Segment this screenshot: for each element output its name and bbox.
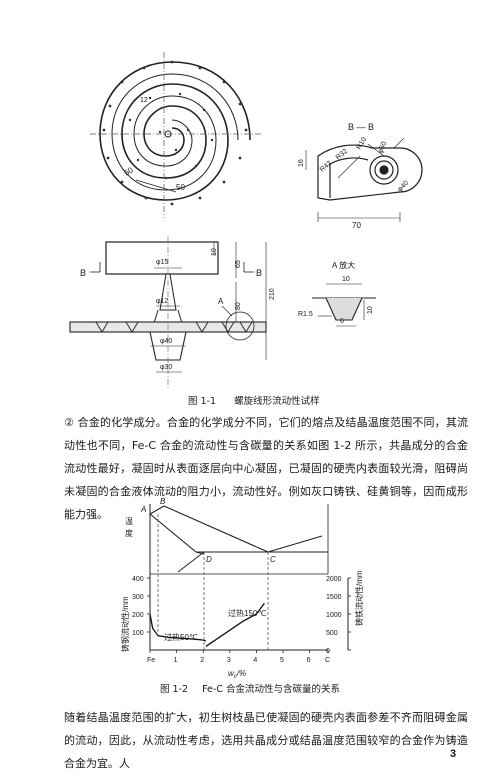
label-b-left: B <box>80 268 86 278</box>
spiral-dim-b: 50 <box>176 183 185 192</box>
point-a: A <box>140 505 146 514</box>
section-bb <box>305 137 423 222</box>
dim-70: 70 <box>352 221 361 230</box>
spiral-drawing <box>99 61 251 201</box>
right-axis-ticks: 0 500 1000 1500 2000 <box>326 576 351 655</box>
spiral-dim-a: 50 <box>123 165 136 178</box>
left-axis-ticks: 100 200 300 400 <box>132 576 150 637</box>
right-axis-label: 铸铁流动性/mm <box>354 570 364 626</box>
dim-210: 210 <box>269 288 276 300</box>
a-dim-10b: 10 <box>367 306 374 314</box>
right-tick-label: 1500 <box>326 594 342 601</box>
left-tick-label: 100 <box>132 630 144 637</box>
superheat-50-label: 过热50℃ <box>164 632 198 642</box>
x-tick-label: Fe <box>147 657 155 664</box>
label-b-right: B <box>256 268 262 278</box>
dim-phi40-base: φ40 <box>160 338 172 345</box>
figure-1-2: 温 度 A B D C Fe 1 2 3 4 5 6 C 100 200 300 400 0 500 1… <box>120 497 364 680</box>
label-a: A <box>218 297 224 306</box>
a-detail <box>312 283 376 327</box>
dim-phi15: φ15 <box>156 259 168 266</box>
spiral-dots <box>102 60 248 206</box>
spiral-dim-c: 12 <box>140 97 148 104</box>
x-tick-label: 1 <box>174 657 178 664</box>
right-tick-label: 500 <box>326 630 338 637</box>
a-detail-title: A 放大 <box>332 260 355 270</box>
x-tick-label: 5 <box>280 657 284 664</box>
dim-phi30: φ30 <box>160 364 172 371</box>
right-tick-label: 1000 <box>326 612 342 619</box>
figure-1-2-caption: 图 1-2 Fe-C 合金流动性与含碳量的关系 <box>160 684 340 696</box>
a-dim-6: 6 <box>340 318 344 325</box>
point-c: C <box>270 555 276 564</box>
x-tick-label: 2 <box>200 657 204 664</box>
section-bb-title: B — B <box>348 122 374 132</box>
elevation-view <box>69 236 267 388</box>
dim-16: 16 <box>298 159 305 167</box>
label-temperature-2: 度 <box>125 528 133 538</box>
figure-1-1: 50 50 12 B — B 16 R42 R32 R10 φ50 φ40 70 <box>69 52 423 388</box>
x-tick-label: C <box>325 657 330 664</box>
dim-65: 65 <box>235 260 242 268</box>
dim-10: 10 <box>211 248 218 256</box>
figure-1-1-number: 图 1-1 <box>188 396 217 407</box>
right-tick-label: 2000 <box>326 576 342 583</box>
paragraph-1: ② 合金的化学成分。合金的化学成分不同，它们的熔点及结晶温度范围不同，其流动性也… <box>64 416 468 521</box>
dim-80: 80 <box>235 302 242 310</box>
phase-diagram <box>149 504 329 650</box>
a-dim-r15: R1.5 <box>298 311 313 318</box>
x-tick-label: 3 <box>227 657 231 664</box>
right-tick-label: 0 <box>326 648 330 655</box>
x-axis-ticks: Fe 1 2 3 4 5 6 C <box>147 650 330 664</box>
figure-1-2-number: 图 1-2 <box>160 684 189 695</box>
left-tick-label: 200 <box>132 612 144 619</box>
point-b: B <box>160 497 166 506</box>
label-temperature: 温 <box>125 517 133 526</box>
left-axis-label: 铸钢流动性/mm <box>120 596 130 652</box>
figure-1-2-title: Fe-C 合金流动性与含碳量的关系 <box>202 684 340 695</box>
figure-1-1-caption: 图 1-1 螺旋线形流动性试样 <box>188 396 320 408</box>
x-tick-label: 6 <box>307 657 311 664</box>
left-tick-label: 400 <box>132 576 144 583</box>
figure-1-1-title: 螺旋线形流动性试样 <box>234 396 320 407</box>
superheat-150-label: 过热150℃ <box>228 608 266 618</box>
chart-series <box>149 602 265 647</box>
point-d: D <box>206 555 212 564</box>
dim-phi12: φ12 <box>156 298 168 305</box>
x-tick-label: 4 <box>253 657 257 664</box>
left-tick-label: 300 <box>132 594 144 601</box>
series-line <box>149 613 207 642</box>
page-number: 3 <box>450 748 457 760</box>
a-dim-10: 10 <box>342 276 350 283</box>
paragraph-2: 随着结晶温度范围的扩大，初生树枝晶已使凝固的硬壳内表面参差不齐而阻碍金属的流动，… <box>64 711 468 770</box>
dim-phi50: φ50 <box>377 141 388 155</box>
x-axis-label: wc/% <box>228 669 246 680</box>
series-line <box>205 602 265 647</box>
